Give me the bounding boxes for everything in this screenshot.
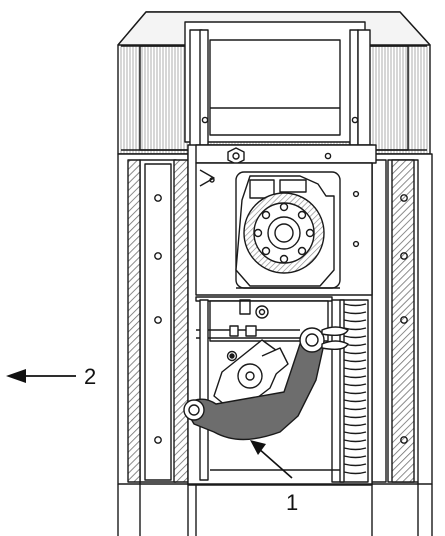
lower-carriage bbox=[188, 469, 372, 536]
callout-2-label: 2 bbox=[84, 364, 96, 389]
mechanism bbox=[195, 296, 333, 481]
callout-1: 1 bbox=[250, 440, 298, 515]
right-column bbox=[371, 153, 433, 536]
motor-gearbox bbox=[235, 171, 341, 289]
upper-guides bbox=[189, 29, 371, 171]
lever-arm bbox=[183, 327, 325, 441]
left-column bbox=[117, 153, 189, 536]
spring-assembly bbox=[321, 299, 369, 483]
callout-2: 2 bbox=[6, 364, 96, 389]
top-cap bbox=[117, 11, 431, 155]
callout-1-label: 1 bbox=[286, 490, 298, 515]
